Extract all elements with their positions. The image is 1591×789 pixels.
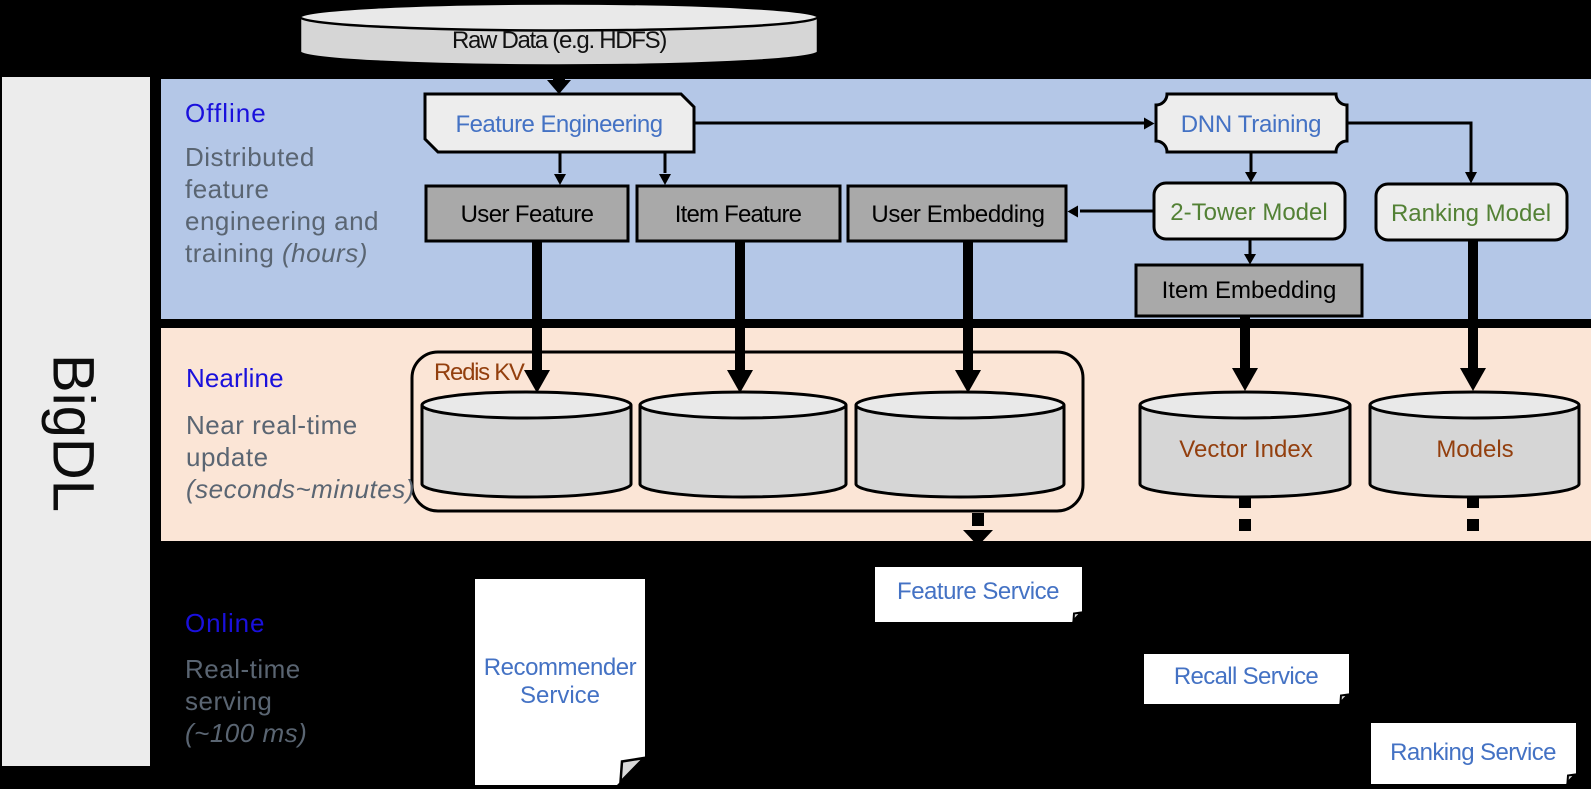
svg-text:Real-time: Real-time (185, 654, 301, 684)
svg-text:User Feature: User Feature (461, 201, 594, 228)
svg-text:Redis KV: Redis KV (434, 359, 525, 386)
svg-text:Ranking Model: Ranking Model (1391, 200, 1551, 227)
svg-text:Recommender: Recommender (484, 654, 637, 681)
svg-text:Vector Index: Vector Index (1179, 436, 1312, 463)
svg-text:Online: Online (185, 608, 265, 638)
svg-text:Item Feature: Item Feature (675, 201, 802, 228)
svg-text:Near real-time: Near real-time (186, 410, 358, 440)
svg-text:Feature Service: Feature Service (897, 578, 1059, 605)
svg-text:Service: Service (520, 682, 600, 709)
svg-text:User Embedding: User Embedding (871, 201, 1044, 228)
svg-text:Offline: Offline (185, 98, 267, 128)
svg-text:Nearline: Nearline (186, 363, 284, 393)
svg-text:Item Embedding: Item Embedding (1162, 277, 1337, 304)
svg-text:serving: serving (185, 686, 272, 716)
svg-text:Distributed: Distributed (185, 142, 315, 172)
svg-text:engineering and: engineering and (185, 206, 379, 236)
svg-text:training (hours): training (hours) (185, 238, 368, 268)
svg-text:Ranking Service: Ranking Service (1390, 739, 1556, 766)
svg-text:feature: feature (185, 174, 269, 204)
svg-text:Recall Service: Recall Service (1174, 663, 1319, 690)
svg-text:DNN Training: DNN Training (1181, 111, 1321, 138)
svg-text:(seconds~minutes): (seconds~minutes) (186, 474, 415, 504)
svg-text:BigDL: BigDL (41, 354, 106, 512)
svg-text:Models: Models (1436, 436, 1513, 463)
svg-text:2-Tower Model: 2-Tower Model (1170, 199, 1327, 226)
svg-text:update: update (186, 442, 269, 472)
svg-text:Feature Engineering: Feature Engineering (455, 111, 662, 138)
svg-text:(~100 ms): (~100 ms) (185, 718, 307, 748)
svg-text:Raw Data (e.g. HDFS): Raw Data (e.g. HDFS) (452, 27, 666, 54)
